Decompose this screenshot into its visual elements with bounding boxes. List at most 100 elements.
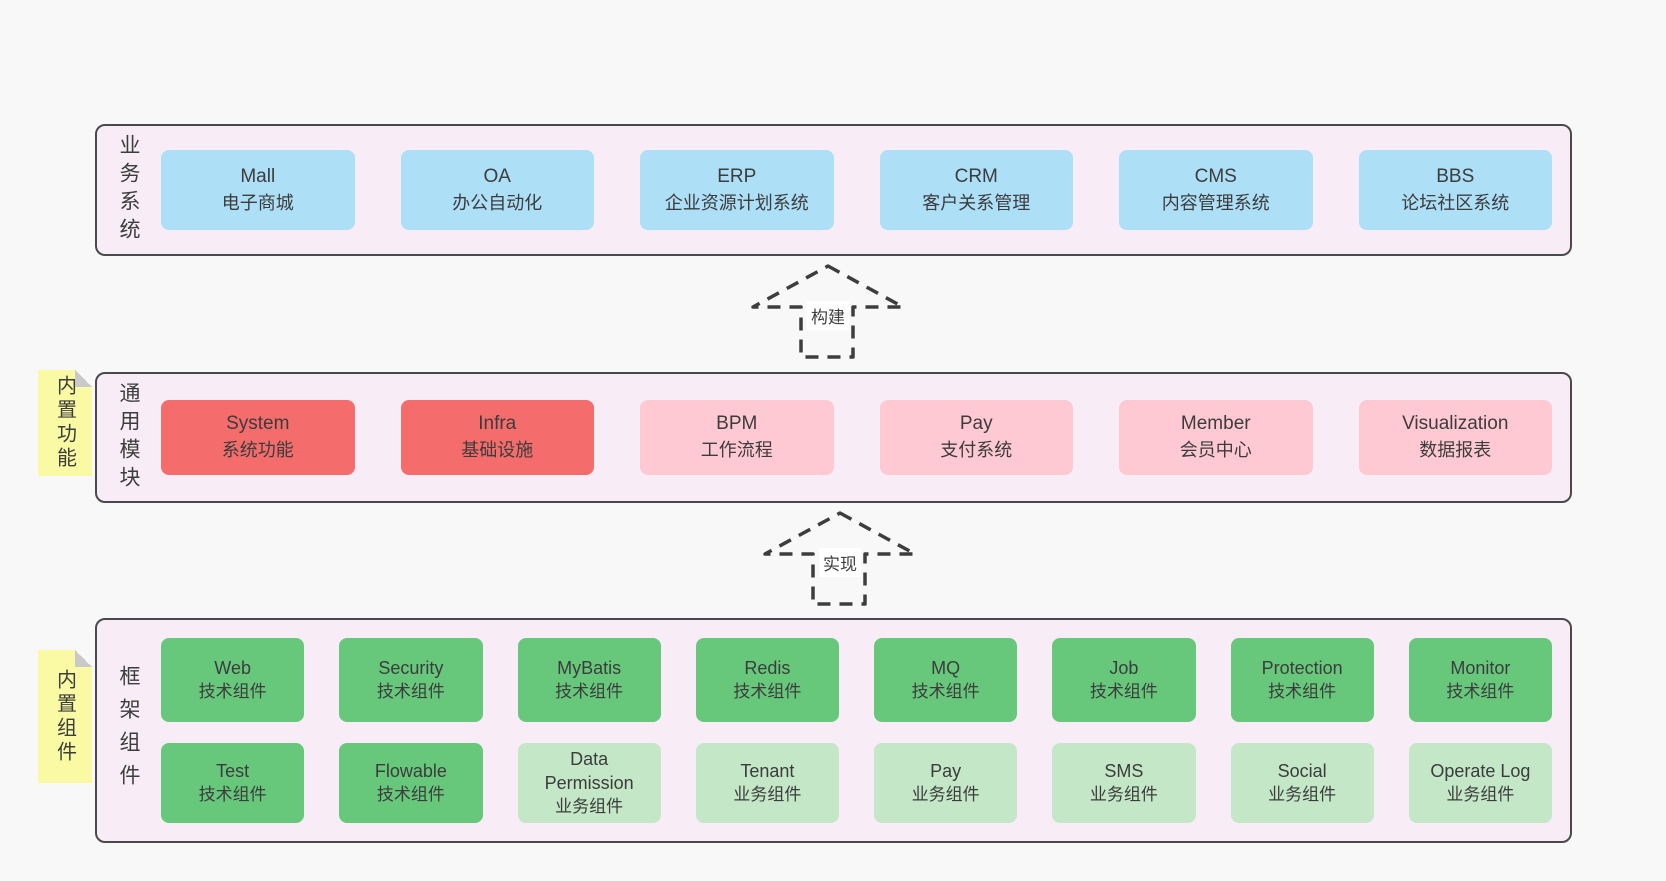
- build-arrow: 构建: [748, 263, 908, 361]
- box-title: Protection: [1261, 657, 1343, 678]
- box-title: Flowable: [374, 760, 447, 781]
- box-erp: ERP 企业资源计划系统: [640, 150, 834, 230]
- box-subtitle: 技术组件: [376, 784, 445, 804]
- box-subtitle: 技术组件: [555, 681, 624, 701]
- box-title: Pay: [959, 413, 993, 435]
- box-mall: Mall 电子商城: [161, 150, 355, 230]
- box-mq: MQ 技术组件: [874, 638, 1018, 722]
- box-subtitle: 支付系统: [940, 440, 1013, 461]
- sticky-note-built-in-features: 内置功能: [38, 370, 92, 476]
- box-data-permission: Data Permission 业务组件: [517, 743, 661, 823]
- build-arrow-label: 构建: [807, 301, 849, 330]
- box-subtitle: 电子商城: [221, 192, 294, 213]
- box-title: Job: [1109, 657, 1139, 678]
- box-subtitle: 基础设施: [461, 440, 534, 461]
- box-title: Redis: [744, 657, 791, 678]
- box-subtitle: 技术组件: [1089, 681, 1158, 701]
- side-label-framework-components: 框架组件: [117, 664, 140, 797]
- box-subtitle: 业务组件: [1268, 784, 1337, 804]
- common-modules-content: System 系统功能 Infra 基础设施 BPM 工作流程 Pay 支付系统…: [147, 400, 1570, 475]
- box-social: Social 业务组件: [1230, 743, 1374, 823]
- framework-box-row-2: Test 技术组件 Flowable 技术组件 Data Permission …: [161, 743, 1552, 823]
- box-title: CMS: [1194, 165, 1237, 187]
- box-pay: Pay 支付系统: [879, 400, 1073, 475]
- box-bpm: BPM 工作流程: [640, 400, 834, 475]
- implement-arrow-label: 实现: [819, 548, 861, 577]
- box-title: MQ: [931, 657, 961, 678]
- sticky-note-text: 内置组件: [53, 668, 76, 765]
- box-tenant: Tenant 业务组件: [695, 743, 839, 823]
- arrow-up-icon: [751, 264, 905, 359]
- box-redis: Redis 技术组件: [695, 638, 839, 722]
- box-title: Pay: [930, 760, 962, 781]
- business-box-row: Mall 电子商城 OA 办公自动化 ERP 企业资源计划系统 CRM 客户关系…: [161, 150, 1552, 230]
- box-subtitle: 工作流程: [700, 440, 773, 461]
- box-monitor: Monitor 技术组件: [1408, 638, 1552, 722]
- box-subtitle: 业务组件: [555, 796, 624, 816]
- box-member: Member 会员中心: [1119, 400, 1313, 475]
- sticky-note-text: 内置功能: [53, 375, 76, 471]
- box-title: MyBatis: [557, 657, 622, 678]
- box-subtitle: 业务组件: [733, 784, 802, 804]
- box-title: Operate Log: [1430, 760, 1531, 781]
- box-subtitle: 业务组件: [1446, 784, 1515, 804]
- framework-box-grid: Web 技术组件 Security 技术组件 MyBatis 技术组件 Redi…: [161, 638, 1552, 823]
- box-title: ERP: [717, 165, 757, 187]
- sticky-note-built-in-components: 内置组件: [38, 650, 92, 783]
- implement-arrow: 实现: [760, 510, 920, 608]
- box-title: Mall: [240, 165, 276, 187]
- box-system: System 系统功能: [161, 400, 355, 475]
- box-visualization: Visualization 数据报表: [1358, 400, 1552, 475]
- box-subtitle: 业务组件: [1089, 784, 1158, 804]
- box-subtitle: 内容管理系统: [1161, 192, 1270, 213]
- box-title: Test: [216, 760, 250, 781]
- box-title: Infra: [478, 413, 517, 435]
- box-web: Web 技术组件: [161, 638, 305, 722]
- box-title: Security: [378, 657, 444, 678]
- box-pay-component: Pay 业务组件: [874, 743, 1018, 823]
- box-title: Social: [1277, 760, 1327, 781]
- business-systems-content: Mall 电子商城 OA 办公自动化 ERP 企业资源计划系统 CRM 客户关系…: [147, 150, 1570, 230]
- box-test: Test 技术组件: [161, 743, 305, 823]
- box-title: Monitor: [1450, 657, 1511, 678]
- framework-box-row-1: Web 技术组件 Security 技术组件 MyBatis 技术组件 Redi…: [161, 638, 1552, 722]
- common-modules-panel: 通用模块 System 系统功能 Infra 基础设施 BPM 工作流程 Pay…: [95, 372, 1572, 503]
- box-title: BPM: [716, 413, 758, 435]
- box-subtitle: 客户关系管理: [922, 192, 1031, 213]
- box-title: Data Permission: [544, 749, 634, 793]
- side-label-common-modules: 通用模块: [117, 381, 140, 494]
- box-flowable: Flowable 技术组件: [339, 743, 483, 823]
- business-systems-panel: 业务系统 Mall 电子商城 OA 办公自动化 ERP 企业资源计划系统 CRM…: [95, 124, 1572, 256]
- box-bbs: BBS 论坛社区系统: [1358, 150, 1552, 230]
- arrow-up-icon: [763, 511, 917, 606]
- framework-components-panel: 框架组件 Web 技术组件 Security 技术组件 MyBatis 技术组件: [95, 618, 1572, 843]
- box-protection: Protection 技术组件: [1230, 638, 1374, 722]
- box-subtitle: 办公自动化: [452, 192, 543, 213]
- box-subtitle: 会员中心: [1179, 440, 1252, 461]
- box-title: SMS: [1104, 760, 1144, 781]
- side-label-business-systems: 业务系统: [117, 134, 140, 246]
- box-title: Web: [214, 657, 251, 678]
- box-subtitle: 业务组件: [911, 784, 980, 804]
- folded-corner-icon: [75, 650, 92, 667]
- box-sms: SMS 业务组件: [1052, 743, 1196, 823]
- box-mybatis: MyBatis 技术组件: [517, 638, 661, 722]
- box-subtitle: 技术组件: [198, 681, 267, 701]
- box-subtitle: 系统功能: [221, 440, 294, 461]
- box-title: BBS: [1436, 165, 1475, 187]
- box-cms: CMS 内容管理系统: [1119, 150, 1313, 230]
- box-subtitle: 技术组件: [376, 681, 445, 701]
- box-security: Security 技术组件: [339, 638, 483, 722]
- box-infra: Infra 基础设施: [400, 400, 594, 475]
- box-subtitle: 论坛社区系统: [1401, 192, 1510, 213]
- box-title: Tenant: [740, 760, 795, 781]
- box-subtitle: 企业资源计划系统: [664, 192, 809, 213]
- box-job: Job 技术组件: [1052, 638, 1196, 722]
- box-title: OA: [483, 165, 511, 187]
- box-subtitle: 技术组件: [1446, 681, 1515, 701]
- framework-components-content: Web 技术组件 Security 技术组件 MyBatis 技术组件 Redi…: [147, 638, 1570, 823]
- box-subtitle: 技术组件: [733, 681, 802, 701]
- box-title: Member: [1180, 413, 1251, 435]
- folded-corner-icon: [75, 370, 92, 387]
- box-subtitle: 数据报表: [1419, 440, 1492, 461]
